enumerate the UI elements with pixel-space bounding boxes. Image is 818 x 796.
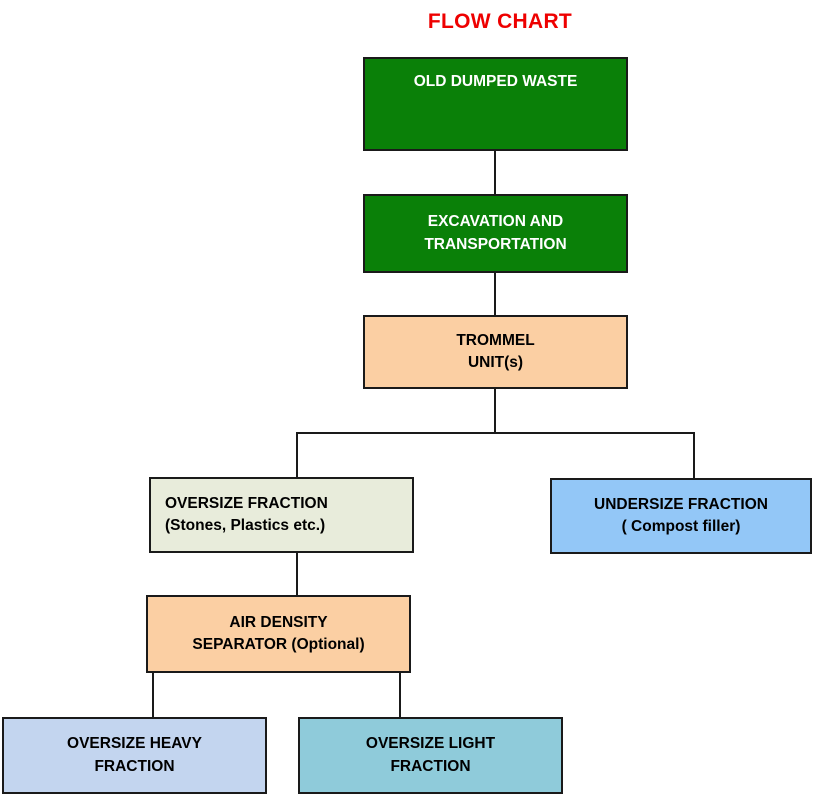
- node-label-line1: TROMMEL: [456, 331, 535, 349]
- connector-oversize-to-separator: [296, 552, 298, 595]
- node-label-line1: AIR DENSITY: [229, 613, 328, 631]
- node-label-line2: TRANSPORTATION: [424, 235, 567, 253]
- node-label-line2: FRACTION: [94, 757, 175, 775]
- node-label-line1: OVERSIZE FRACTION: [165, 494, 328, 512]
- node-label-line1: EXCAVATION AND: [427, 213, 564, 231]
- node-trommel-unit[interactable]: TROMMEL UNIT(s): [363, 315, 628, 389]
- node-excavation-and-transportation[interactable]: EXCAVATION AND TRANSPORTATION: [363, 194, 628, 273]
- connector-separator-to-heavy: [152, 672, 154, 717]
- node-oversize-fraction[interactable]: OVERSIZE FRACTION (Stones, Plastics etc.…: [149, 477, 414, 553]
- node-label-line1: OVERSIZE HEAVY: [67, 735, 202, 753]
- node-label-line2: FRACTION: [390, 757, 471, 775]
- connector-bus-to-oversize: [296, 432, 298, 478]
- node-label-line2: UNIT(s): [467, 354, 524, 371]
- connector-separator-to-light: [399, 672, 401, 717]
- page-title: FLOW CHART: [427, 10, 573, 33]
- connector-excavation-to-trommel: [494, 272, 496, 315]
- node-label-line2: (Stones, Plastics etc.): [165, 517, 326, 534]
- node-label-line1: OVERSIZE LIGHT: [365, 735, 496, 753]
- node-old-dumped-waste[interactable]: OLD DUMPED WASTE: [363, 57, 628, 151]
- node-undersize-fraction[interactable]: UNDERSIZE FRACTION ( Compost filler): [550, 478, 812, 554]
- node-oversize-light-fraction[interactable]: OVERSIZE LIGHT FRACTION: [298, 717, 563, 794]
- connector-trommel-stem: [494, 388, 496, 433]
- node-label-line1: OLD DUMPED WASTE: [413, 73, 578, 90]
- node-label-line2: ( Compost filler): [621, 518, 741, 535]
- connector-trommel-bus: [296, 432, 695, 434]
- node-air-density-separator[interactable]: AIR DENSITY SEPARATOR (Optional): [146, 595, 411, 673]
- node-oversize-heavy-fraction[interactable]: OVERSIZE HEAVY FRACTION: [2, 717, 267, 794]
- connector-waste-to-excavation: [494, 150, 496, 194]
- node-label-line2: SEPARATOR (Optional): [192, 636, 365, 653]
- connector-bus-to-undersize: [693, 432, 695, 478]
- node-label-line1: UNDERSIZE FRACTION: [594, 495, 768, 513]
